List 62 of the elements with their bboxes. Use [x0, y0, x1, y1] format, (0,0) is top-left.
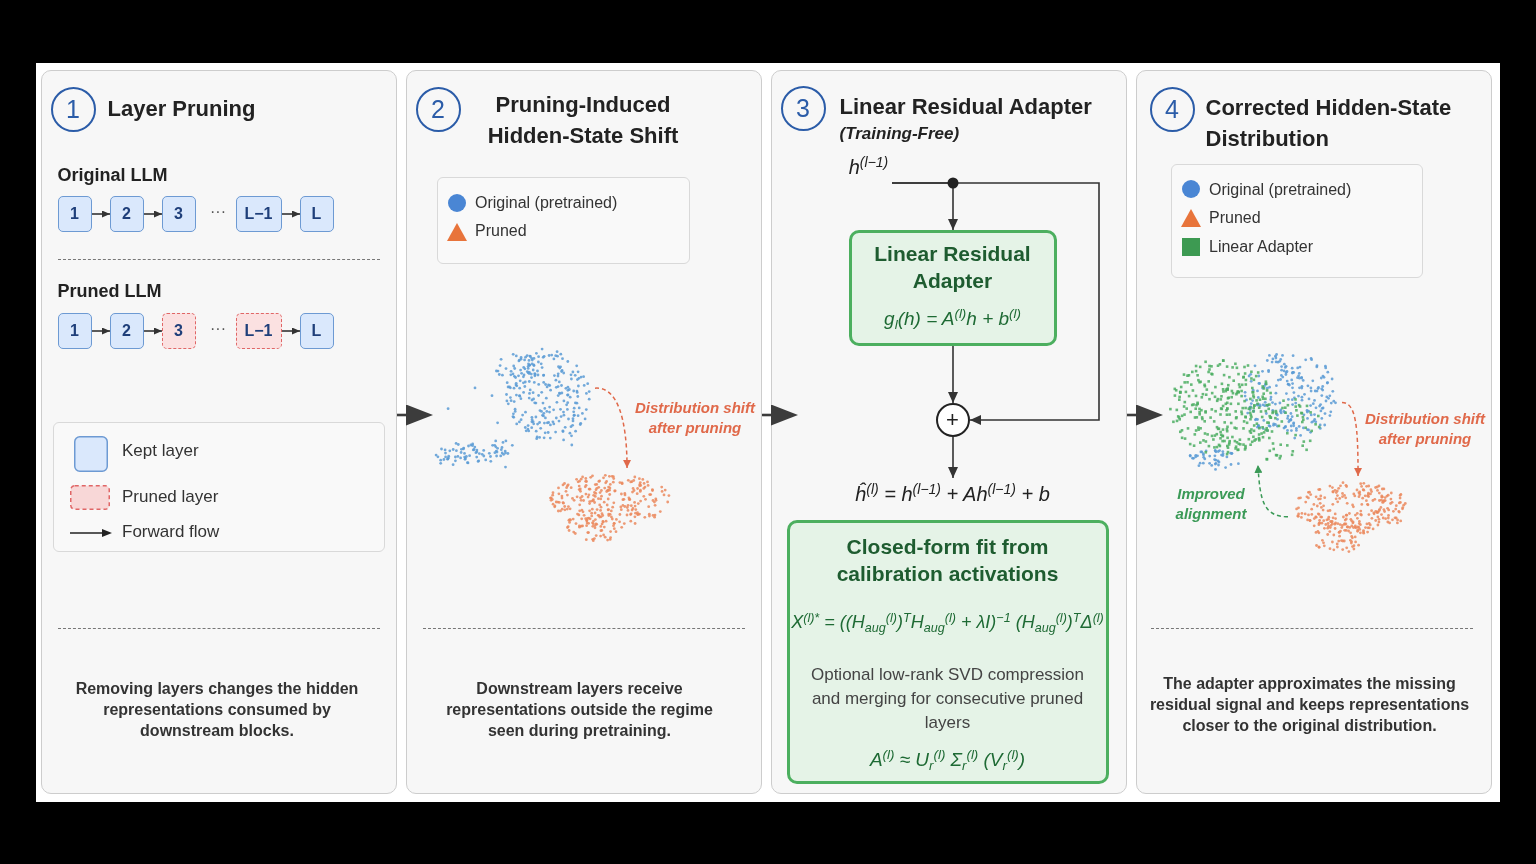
legend-label: Pruned [475, 222, 527, 240]
layer-box: 2 [109, 312, 144, 349]
description: Removing layers changes the hidden representations consumed by downstream blocks. [74, 678, 360, 741]
arrow [91, 210, 111, 218]
legend-label: Pruned layer [122, 487, 219, 507]
layer-box: 1 [57, 312, 92, 349]
pruned-layer-box: L−1 [235, 312, 282, 349]
formula: A$^{(l)}$ ≈ U$_{r}$$^{(l)}$ Σ$_{r}$$^{(l)}$ (V$_{r}$$^{(l)}$) [868, 746, 1027, 773]
panel-title: Corrected Hidden-State Distribution [1205, 93, 1453, 153]
ellipsis: ··· [209, 320, 227, 338]
description: The adapter approximates the missing residual signal and keeps representations closer to the original distribution. [1148, 673, 1471, 736]
box-title: Linear Residual Adapter [873, 240, 1032, 294]
arrow [948, 345, 958, 404]
formula: h$^{(l−1)}$ [845, 149, 892, 184]
dashed-arrow [1341, 401, 1362, 477]
description: Downstream layers receive representations outside the regime seen during pretraining. [445, 678, 714, 741]
arrow [91, 327, 111, 335]
layer-box: L [299, 312, 334, 349]
layer-box: L−1 [235, 195, 282, 232]
formula: ĥ$^{(l)}$ = h$^{(l−1)}$ + Ah$^{(l−1)}$ + b [832, 477, 1073, 510]
step-number: 3 [780, 85, 826, 131]
legend-label: Kept layer [122, 441, 199, 461]
arrow [281, 327, 301, 335]
legend-label: Original (pretrained) [1209, 181, 1352, 199]
arrow [891, 182, 1100, 425]
arrow [948, 436, 958, 479]
formula: X$^{(l)*}$ = ((H$_{aug}$$^{(l)}$)$^{T}$H$_{aug}$$^{(l)}$ + λI)$^{−1}$ (H$_{aug}$$^{(l)}$)$^{T}$Δ$^{(l)}$ [790, 609, 1105, 635]
legend-label: Pruned [1209, 209, 1261, 227]
sum-circle: + [935, 402, 970, 437]
pruned-layer-box: 3 [161, 312, 196, 349]
layer-box: 2 [109, 195, 144, 232]
arrow [397, 404, 433, 426]
adapter-box [848, 229, 1057, 346]
layer-box: 3 [161, 195, 196, 232]
ellipsis: ··· [209, 203, 227, 221]
legend-label: Original (pretrained) [475, 194, 618, 212]
step-panel [771, 70, 1127, 794]
panel-title: Layer Pruning [107, 94, 257, 123]
description: Optional low-rank SVD compression and merging for consecutive pruned layers [809, 663, 1086, 734]
adapter-box [786, 519, 1109, 784]
arrow [762, 404, 798, 426]
dashed-arrow [594, 387, 631, 469]
subtitle: (Training-Free) [839, 123, 961, 144]
step-number: 1 [50, 86, 96, 132]
panel-title: Linear Residual Adapter [839, 92, 1093, 121]
arrow [281, 210, 301, 218]
layer-box: 1 [57, 195, 92, 232]
formula: g$_{l}$(h) = A$^{(l)}$h + b$^{(l)}$ [883, 305, 1022, 332]
section-heading: Pruned LLM [57, 279, 163, 302]
section-heading: Original LLM [57, 163, 169, 186]
dashed-arrow [1254, 464, 1289, 518]
panel-title: Pruning-Induced Hidden-State Shift [486, 90, 680, 150]
step-number: 2 [415, 86, 461, 132]
legend-label: Linear Adapter [1209, 238, 1314, 256]
layer-box: L [299, 195, 334, 232]
box-title: Closed-form fit from calibration activations [835, 533, 1060, 587]
arrow [143, 210, 163, 218]
arrow [143, 327, 163, 335]
arrow [1127, 404, 1163, 426]
legend-label: Forward flow [122, 522, 220, 542]
step-number: 4 [1149, 86, 1195, 132]
step-panel [406, 70, 762, 794]
